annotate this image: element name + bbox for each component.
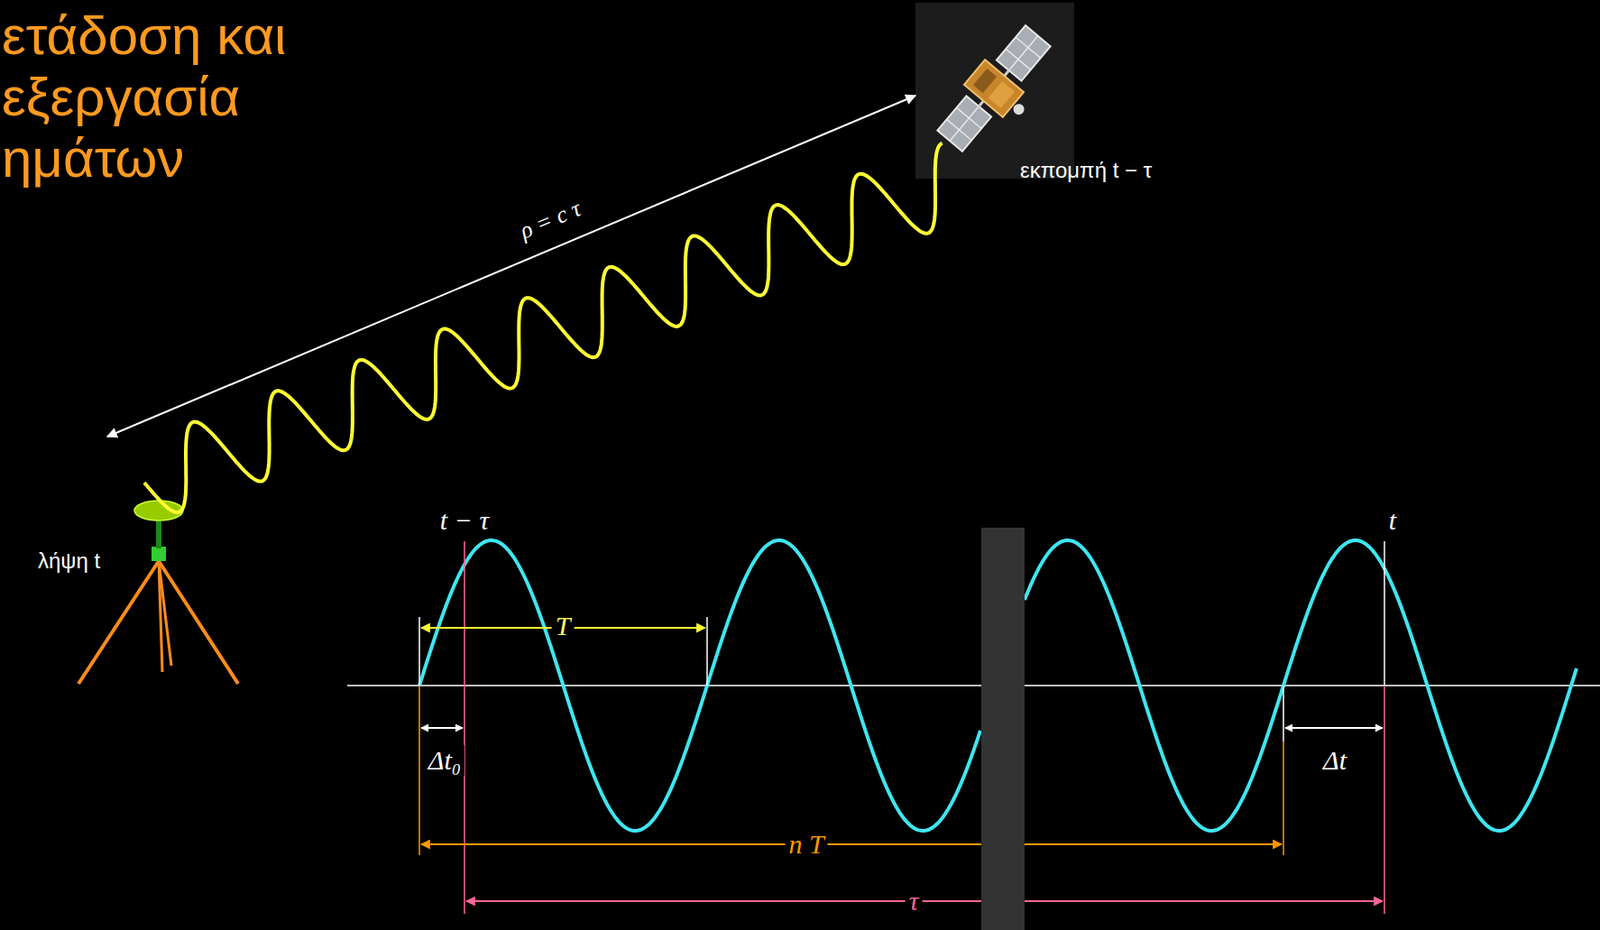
slide-title: ετάδοση και εξεργασία ημάτων bbox=[1, 5, 399, 190]
receiver-tripod bbox=[78, 500, 239, 684]
offset-label: Δt bbox=[1319, 744, 1351, 776]
time-label: t bbox=[1385, 505, 1400, 536]
delay-label: τ bbox=[905, 885, 923, 917]
dimension-arrows bbox=[421, 627, 1383, 902]
satellite-picture bbox=[915, 2, 1075, 179]
time-label: t − τ bbox=[436, 505, 493, 536]
receiver-node: λήψη t bbox=[27, 436, 253, 690]
reference-lines bbox=[419, 541, 1385, 914]
break-bar bbox=[981, 527, 1025, 930]
offset-label: Δt₀ bbox=[424, 744, 465, 776]
cycles-label: n T bbox=[784, 828, 828, 860]
satellite-node: εκπομπή t − τ bbox=[915, 2, 1277, 191]
signal-wave bbox=[144, 143, 943, 513]
period-label: T bbox=[551, 610, 575, 642]
range-arrow bbox=[107, 95, 916, 437]
node-label: εκπομπή t − τ bbox=[1020, 157, 1152, 184]
time-axis bbox=[347, 684, 1600, 687]
node-label: λήψη t bbox=[37, 548, 101, 574]
